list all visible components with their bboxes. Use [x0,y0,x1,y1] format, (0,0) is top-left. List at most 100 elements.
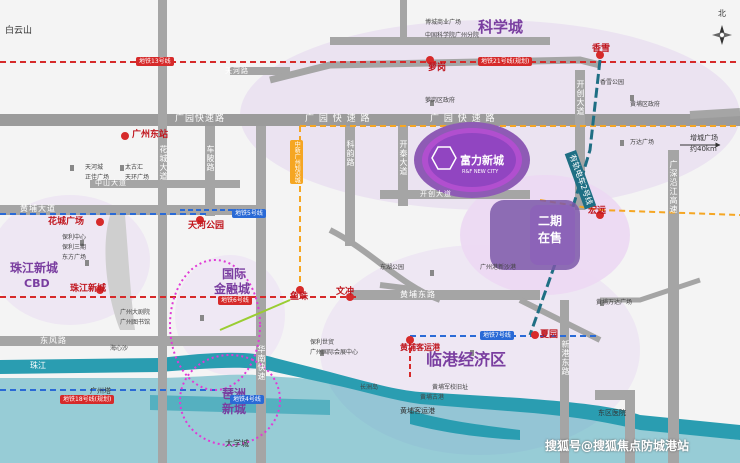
tram-line [528,59,602,336]
metro-badge-18: 地铁18号线(规划) [60,395,115,405]
project-name: 富力新城 [460,154,504,167]
station-icon [121,132,129,140]
watermark: 搜狐号@搜狐焦点防城港站 [545,439,690,453]
compass-icon [712,25,732,45]
road-label-huangpu: 黄埔大道 [20,204,56,213]
metro-badge-5: 地铁5号线 [232,209,266,219]
distance-label-1: 增城广场 [690,134,718,142]
road-sw [595,390,635,463]
road-label-guangyuan2: 广园快速路 [175,114,226,124]
road-north [230,67,290,75]
poi-15: 广州国际会展中心 [310,349,359,356]
metro-badge-21: 地铁21号线(规划) [478,57,533,67]
road-label-v3: 华南快速 [257,345,266,381]
station-xiayuan: 夏园 [540,330,559,340]
poi-1: 博城商业广场 [425,19,462,26]
station-port-a: 黄埔客运港 [400,343,440,352]
road-label-v8: 新港东路 [561,340,570,376]
road-v7 [668,150,679,463]
road-dongfeng [0,336,260,346]
river-south [410,410,520,440]
metro-badge-4: 地铁4号线 [230,395,264,405]
road-huangpu [0,205,260,215]
phase2-inner [530,205,575,265]
poi-22: 长洲岛 [360,384,379,391]
poi-23: 广州港新沙港 [480,264,517,271]
road-label-north: 天河路 [225,67,249,75]
road-v4 [345,126,355,246]
station-xiangxue: 香雪 [592,44,611,54]
poi-7: 保利中心 [62,234,87,241]
poi-25: 大学城 [225,439,249,448]
poi-10: 广州大剧院 [120,309,151,316]
poi-3: 萝岗区政府 [425,97,456,104]
road-label-v6: 开创大道 [576,80,585,116]
road-label-huangpu-east: 黄埔东路 [400,290,436,299]
compass-label: 北 [718,9,726,18]
poi-11: 广州图书馆 [120,319,151,326]
district-lingang: 临港经济区 [426,350,507,369]
poi-8: 保利三期 [62,244,87,251]
metro-badge-13: 地铁13号线 [136,57,174,67]
poi-27: 香雪公园 [600,79,625,86]
station-guangzhou-east: 广州东站 [132,130,169,140]
district-finance-2: 金融城 [214,282,251,296]
metro-badge-6: 地铁6号线 [218,296,252,306]
river-label: 珠江 [30,361,46,370]
road-label-guangyuan: 广 园 快 速 路 [305,114,371,124]
poi-5: 万达广场 [630,139,655,146]
project-name-en: R&F NEW CITY [462,169,499,175]
phase2-label-1: 二期 [538,214,563,228]
station-wenchong: 文冲 [336,287,355,297]
district-zhujiang-1: 珠江新城 [10,261,59,275]
district-kexuecheng: 科学城 [478,18,524,36]
road-north2 [330,37,550,45]
poi-2: 中国科学院广州分院 [425,32,480,39]
poi-19: 天环广场 [125,174,150,181]
station-luogang: 萝岗 [428,63,447,73]
road-diag [328,227,442,303]
road-label-v5: 开泰大道 [399,140,408,176]
road-label-kaichuang: 开创大道 [420,190,452,198]
road-label-dongfeng: 东风路 [40,336,67,345]
road-label-v1: 花城大道 [159,145,168,181]
finance-dotted-ring [169,259,261,391]
river-branch [150,395,330,415]
pazhou-dotted-ring [179,354,281,446]
poi-13: 海心沙 [110,345,129,352]
poi-18: 太古汇 [125,164,144,171]
station-port: 黄埔客运港 [400,407,435,415]
poi-16: 天河城 [85,164,104,171]
station-huacheng: 花城广场 [48,217,85,227]
road-guangyuan [0,114,740,126]
station-yuzhu: 鱼珠 [290,292,309,302]
station-hongsheng: 宏远 [588,206,607,216]
road-label-guangyuan3: 广 园 快 速 路 [430,114,496,124]
poi-21: 黄埔军校旧址 [432,384,469,391]
district-finance-1: 国际 [222,267,247,281]
road-v1 [158,0,167,463]
distance-label-2: 约40km [690,145,717,153]
road-v3 [256,126,266,463]
road-label-v2: 车陂路 [206,145,215,172]
road-v5 [398,126,408,206]
district-pazhou-2: 新城 [222,402,247,416]
poi-6: 黄埔万达广场 [596,299,633,306]
road-huangpu-east [350,290,540,300]
road-label-v4: 科韵路 [346,140,355,167]
poi-24: 东区医院 [598,409,626,417]
phase2-label-2: 在售 [538,231,563,245]
poi-26: 黄埔古港 [420,394,445,401]
road-v2 [205,126,215,216]
island [105,215,135,330]
poi-12: 广州塔 [90,387,111,395]
poi-17: 正佳广场 [85,174,110,181]
mountain-label: 白云山 [5,26,33,36]
road-label-zhongshan: 中山大道 [95,179,127,187]
poi-9: 东方广场 [62,254,87,261]
road-v8 [560,300,569,463]
river-main [0,352,740,440]
poi-20: 东湖公园 [380,264,405,271]
